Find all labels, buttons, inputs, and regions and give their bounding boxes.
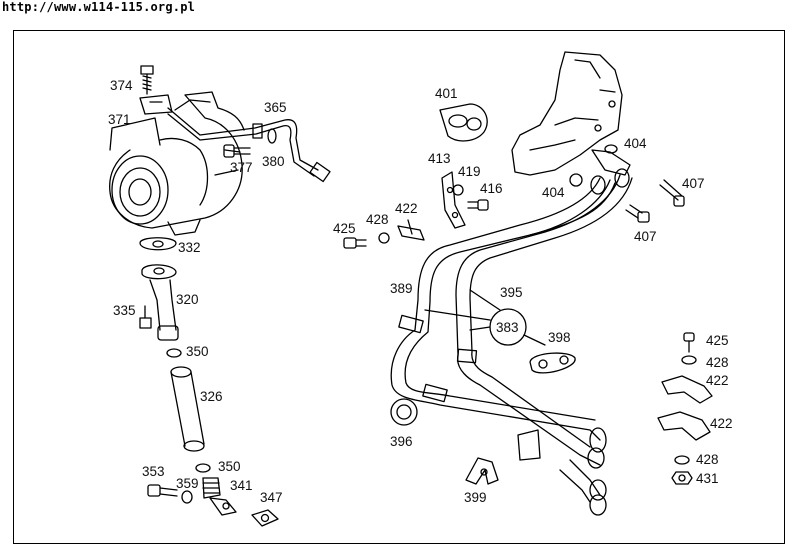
- part-label-419: 419: [458, 164, 481, 179]
- part-label-407-left: 407: [634, 229, 657, 244]
- pipe-326-drawing: [170, 366, 205, 452]
- part-label-395: 395: [500, 285, 523, 300]
- part-label-422-lower: 422: [710, 416, 733, 431]
- fitting-341-drawing: [202, 477, 237, 516]
- pipe-320-drawing: [141, 264, 179, 341]
- bracket-413-drawing: [441, 171, 466, 229]
- part-label-377: 377: [230, 160, 253, 175]
- bolt-353-drawing: [147, 484, 178, 497]
- part-label-428-left: 428: [366, 212, 389, 227]
- part-label-404-upper: 404: [624, 136, 647, 151]
- holder-399-drawing: [465, 457, 499, 485]
- gasket-401-drawing: [439, 103, 488, 142]
- clip-422-upper-drawing: [661, 375, 713, 404]
- part-label-422-left: 422: [395, 201, 418, 216]
- part-label-335: 335: [113, 303, 136, 318]
- washer-428-drawing: [378, 232, 390, 244]
- part-label-428-lower: 428: [696, 452, 719, 467]
- clamp-398-drawing: [529, 352, 576, 374]
- flange-371-drawing: [139, 94, 173, 115]
- source-url: http://www.w114-115.org.pl: [2, 0, 196, 14]
- part-label-350-upper: 350: [186, 344, 209, 359]
- part-label-431: 431: [696, 471, 719, 486]
- ring-350-top-drawing: [166, 348, 182, 358]
- gearbox-housing-drawing: [511, 51, 623, 176]
- part-label-407-right: 407: [682, 176, 705, 191]
- part-label-365: 365: [264, 100, 287, 115]
- part-label-326: 326: [200, 389, 223, 404]
- part-label-320: 320: [176, 292, 199, 307]
- washer-380-drawing: [267, 128, 277, 144]
- part-label-396: 396: [390, 434, 413, 449]
- part-label-399: 399: [464, 490, 487, 505]
- bolt-374-drawing: [140, 65, 154, 95]
- part-label-374: 374: [110, 78, 133, 93]
- bolt-425-right-drawing: [683, 332, 695, 353]
- washer-428-lower-drawing: [674, 455, 690, 465]
- gasket-332-drawing: [139, 237, 177, 251]
- grommet-396-drawing: [390, 398, 418, 426]
- part-label-428-right: 428: [706, 355, 729, 370]
- part-label-383: 383: [496, 320, 519, 335]
- washer-428-right-drawing: [681, 355, 697, 365]
- part-label-380: 380: [262, 154, 285, 169]
- part-label-341: 341: [230, 478, 253, 493]
- part-label-401: 401: [435, 86, 458, 101]
- diagram-frame: [13, 30, 785, 544]
- washer-419-drawing: [452, 184, 464, 196]
- part-label-347: 347: [260, 490, 283, 505]
- ring-404-lower-drawing: [569, 173, 583, 187]
- bolt-377-drawing: [223, 144, 251, 158]
- clip-422-drawing: [397, 219, 425, 241]
- part-label-425-right: 425: [706, 333, 729, 348]
- part-label-332: 332: [178, 240, 201, 255]
- part-label-350-lower: 350: [218, 459, 241, 474]
- nut-431-drawing: [671, 471, 693, 485]
- clip-422-lower-drawing: [657, 411, 711, 441]
- part-label-371: 371: [108, 112, 131, 127]
- part-label-359: 359: [176, 476, 199, 491]
- bolt-407-right-drawing: [659, 179, 685, 207]
- gasket-347-drawing: [251, 509, 279, 527]
- part-label-413: 413: [428, 151, 451, 166]
- part-label-389: 389: [390, 281, 413, 296]
- part-label-353: 353: [142, 464, 165, 479]
- ring-350-bottom-drawing: [195, 463, 211, 473]
- part-label-404-lower: 404: [542, 185, 565, 200]
- part-label-416: 416: [480, 181, 503, 196]
- bolt-416-drawing: [467, 199, 489, 211]
- bolt-407-left-drawing: [625, 204, 650, 223]
- oil-cooler-lines-drawing: [390, 149, 633, 516]
- bolt-335-drawing: [139, 305, 152, 329]
- bolt-425-drawing: [343, 237, 367, 249]
- part-label-398: 398: [548, 330, 571, 345]
- part-label-422-upper: 422: [706, 373, 729, 388]
- callout-383-drawing: [424, 289, 546, 346]
- washer-359-drawing: [181, 490, 193, 504]
- turbocharger-drawing: [109, 91, 245, 236]
- part-label-425-left: 425: [333, 221, 356, 236]
